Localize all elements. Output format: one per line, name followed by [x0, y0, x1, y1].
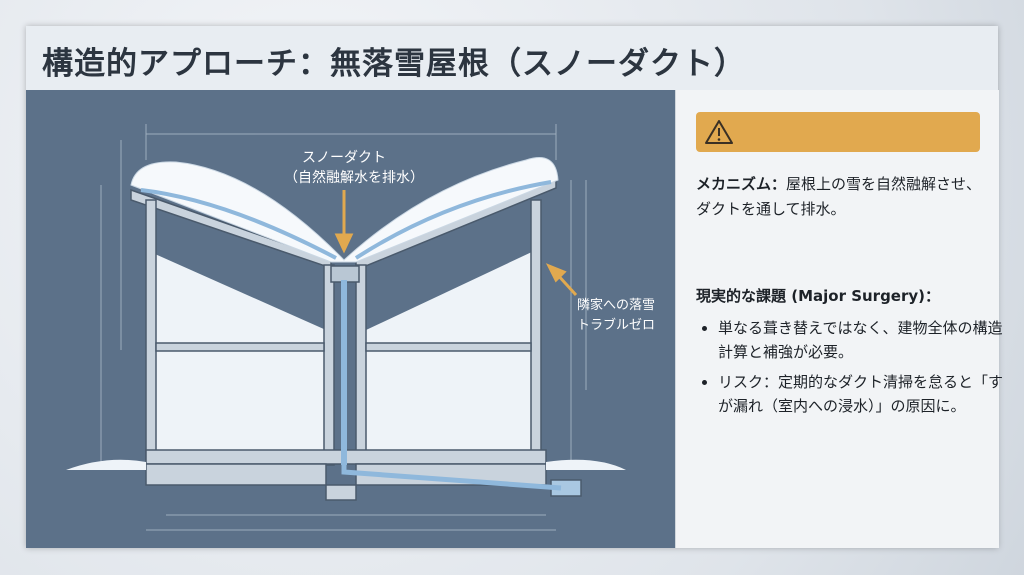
neighbor-label-line1: 隣家への落雪: [576, 298, 655, 313]
title-bar: 構造的アプローチ：無落雪屋根（スノーダクト）: [26, 26, 998, 91]
issues-list: 単なる葺き替えではなく、建物全体の構造計算と補強が必要。 リスク：定期的なダクト…: [696, 316, 1008, 424]
mechanism-heading: メカニズム：: [696, 175, 787, 193]
info-panel: メカニズム：屋根上の雪を自然融解させ、ダクトを通して排水。 現実的な課題 (Ma…: [675, 90, 1003, 548]
snow-duct-label-line2: （自然融解水を排水）: [284, 170, 424, 186]
snow-duct-label: スノーダクト （自然融解水を排水）: [284, 148, 424, 188]
issue-item: 単なる葺き替えではなく、建物全体の構造計算と補強が必要。: [718, 316, 1008, 364]
snow-duct-roof-diagram: スノーダクト （自然融解水を排水） 隣家への落雪 トラブルゼロ: [26, 90, 675, 548]
neighbor-label: 隣家への落雪 トラブルゼロ: [561, 296, 671, 336]
dimension-lines: [100, 124, 587, 531]
snow-duct-label-line1: スノーダクト: [302, 150, 386, 166]
building-cross-section: [66, 124, 626, 531]
warning-triangle-icon: [705, 120, 733, 144]
slide: 構造的アプローチ：無落雪屋根（スノーダクト）: [26, 26, 1003, 548]
warning-banner: [696, 112, 980, 152]
mechanism-body: 屋根上の雪を自然融解させ、ダクトを通して排水。: [696, 175, 982, 218]
page-title: 構造的アプローチ：無落雪屋根（スノーダクト）: [42, 46, 746, 82]
neighbor-label-line2: トラブルゼロ: [576, 318, 655, 333]
issue-item: リスク：定期的なダクト清掃を怠ると「すが漏れ（室内への浸水）」の原因に。: [718, 370, 1008, 418]
arrows: [334, 190, 578, 297]
mechanism-text: メカニズム：屋根上の雪を自然融解させ、ダクトを通して排水。: [696, 172, 986, 222]
issues-heading: 現実的な課題 (Major Surgery)：: [696, 287, 941, 305]
